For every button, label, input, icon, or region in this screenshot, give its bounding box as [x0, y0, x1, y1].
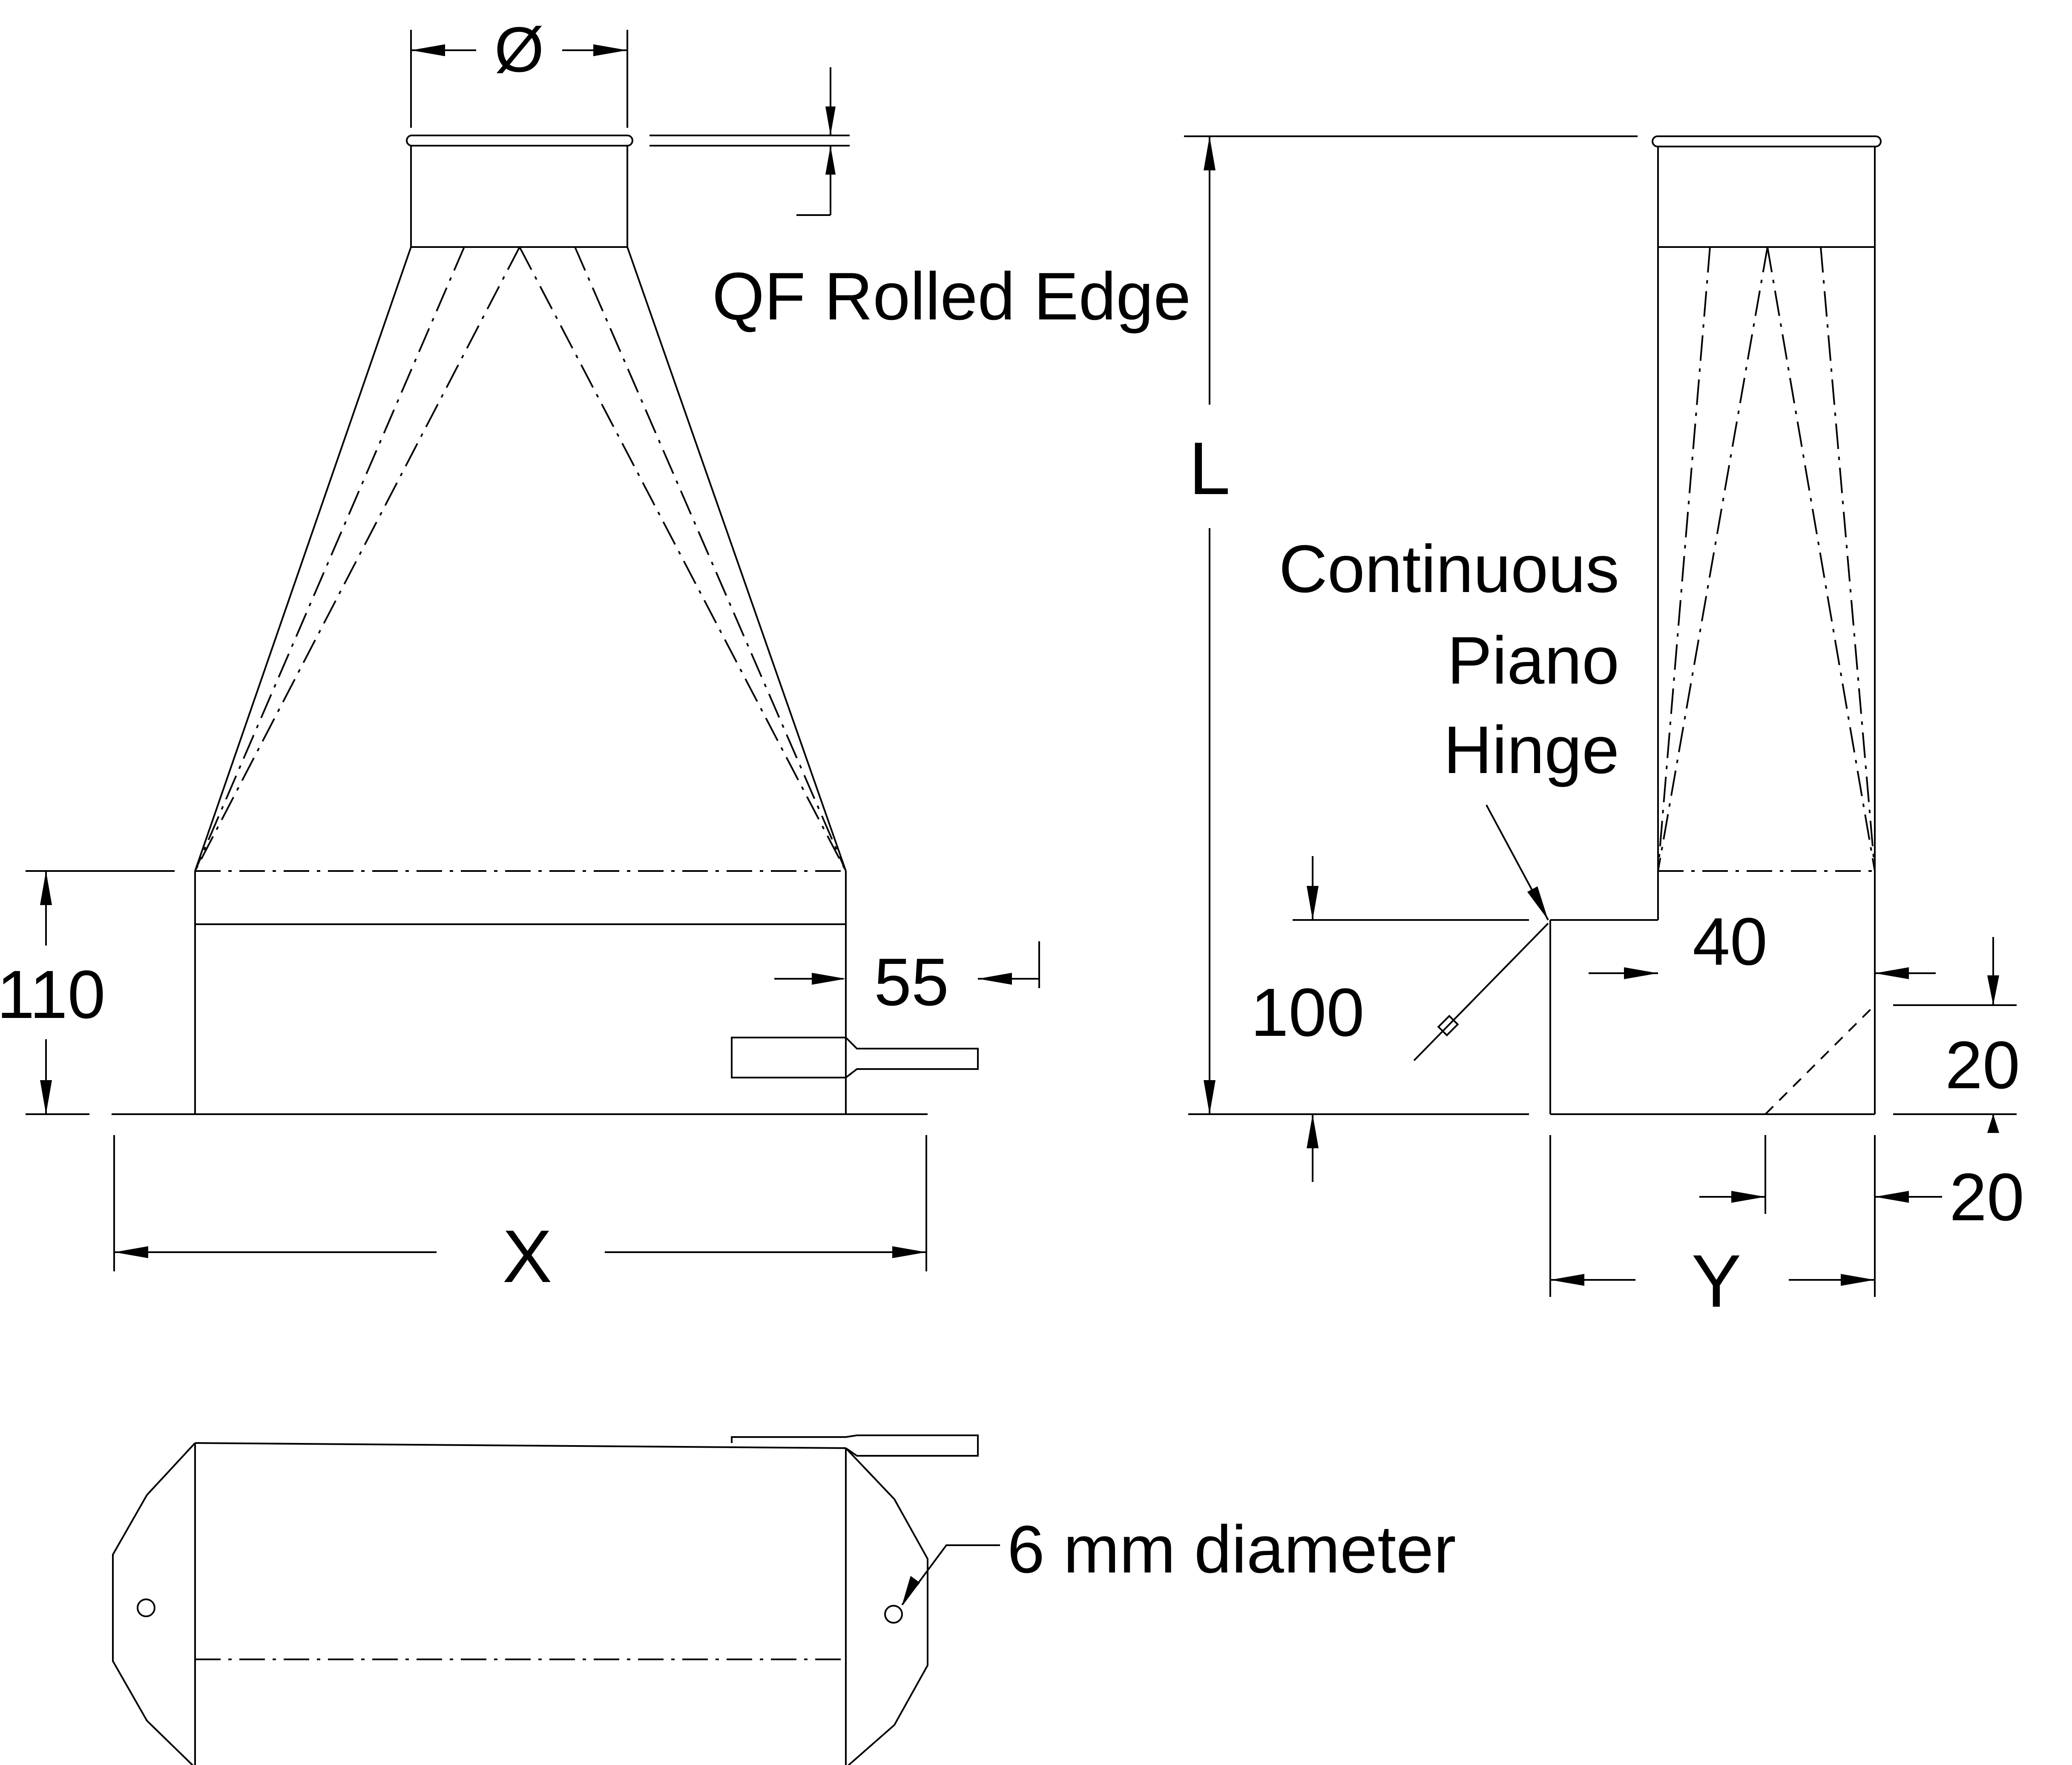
- hinge-symbol: [1437, 1015, 1459, 1037]
- side-hidden-line: [1657, 247, 1711, 871]
- side-view: [1413, 135, 1882, 1115]
- arrowhead: [593, 44, 627, 56]
- plan-left-tab: [112, 1442, 196, 1765]
- hinge-label-line3: Hinge: [1443, 713, 1619, 788]
- hinge-label-line2: Piano: [1447, 623, 1619, 698]
- dim-l-label: L: [1189, 427, 1230, 510]
- front-hidden-line: [519, 247, 847, 871]
- hole-callout-leader: [901, 1544, 1000, 1606]
- side-hidden-line: [1767, 247, 1876, 871]
- arrowhead: [1841, 1274, 1875, 1286]
- arrowhead: [1624, 967, 1658, 979]
- arrowhead: [114, 1246, 148, 1258]
- arrowhead: [1307, 886, 1319, 920]
- arrowhead: [825, 146, 836, 175]
- arrowhead: [1875, 1191, 1909, 1203]
- front-rolled-edge-lip: [406, 135, 633, 147]
- side-dimensions: L Continuous Piano Hinge 100 40 20: [1184, 135, 2024, 1323]
- arrowhead: [812, 973, 846, 985]
- front-hidden-line: [194, 247, 465, 871]
- arrowhead: [1204, 136, 1216, 170]
- plan-right-tab: [845, 1447, 928, 1765]
- dim-x-label: X: [503, 1215, 552, 1298]
- front-hidden-line: [194, 247, 520, 871]
- arrowhead: [1527, 886, 1548, 920]
- dim-55-label: 55: [874, 945, 949, 1020]
- arrowhead: [1987, 975, 1999, 1005]
- dim-110-label: 110: [0, 956, 106, 1032]
- side-chamfer-hidden: [1765, 1004, 1876, 1115]
- arrowhead: [40, 1080, 52, 1114]
- front-hidden-line: [574, 247, 847, 871]
- front-collar: [410, 145, 628, 248]
- arrowhead: [411, 44, 445, 56]
- arrowhead: [1204, 1080, 1216, 1114]
- plan-handle: [731, 1434, 979, 1457]
- plan-view: 6 mm diameter: [112, 1434, 1456, 1765]
- arrowhead: [1550, 1274, 1584, 1286]
- arrowhead: [978, 973, 1012, 985]
- plan-top-edge: [195, 1442, 846, 1449]
- front-dimensions: Ø QF Rolled Edge 110 55 X: [0, 14, 1191, 1298]
- arrowhead: [40, 871, 52, 905]
- side-hidden-line: [1820, 247, 1876, 871]
- dim-20-lower-label: 20: [1949, 1160, 2024, 1235]
- front-view: [112, 135, 979, 1115]
- arrowhead: [892, 1246, 926, 1258]
- hinge-leader: [1413, 923, 1549, 1061]
- dim-100-label: 100: [1251, 974, 1365, 1050]
- hole-note-label: 6 mm diameter: [1007, 1512, 1456, 1587]
- hinge-label-line1: Continuous: [1279, 532, 1619, 607]
- arrowhead: [825, 106, 836, 135]
- arrowhead: [1875, 967, 1909, 979]
- dim-40-label: 40: [1693, 904, 1767, 979]
- arrowhead: [902, 1576, 920, 1605]
- side-hidden-line: [1657, 247, 1768, 871]
- front-left-slope: [194, 247, 412, 871]
- side-rolled-edge-lip: [1652, 135, 1882, 147]
- diameter-label: Ø: [494, 14, 544, 85]
- dim-20-upper-label: 20: [1945, 1028, 2020, 1103]
- arrowhead: [1987, 1114, 1999, 1133]
- mounting-hole-left: [137, 1598, 155, 1617]
- arrowhead: [1307, 1114, 1319, 1148]
- front-right-slope: [626, 247, 847, 871]
- mounting-hole-right: [884, 1605, 903, 1624]
- arrowhead: [1731, 1191, 1765, 1203]
- dim-y-label: Y: [1692, 1240, 1742, 1323]
- rolled-edge-label: QF Rolled Edge: [712, 259, 1191, 334]
- front-handle: [731, 1037, 979, 1078]
